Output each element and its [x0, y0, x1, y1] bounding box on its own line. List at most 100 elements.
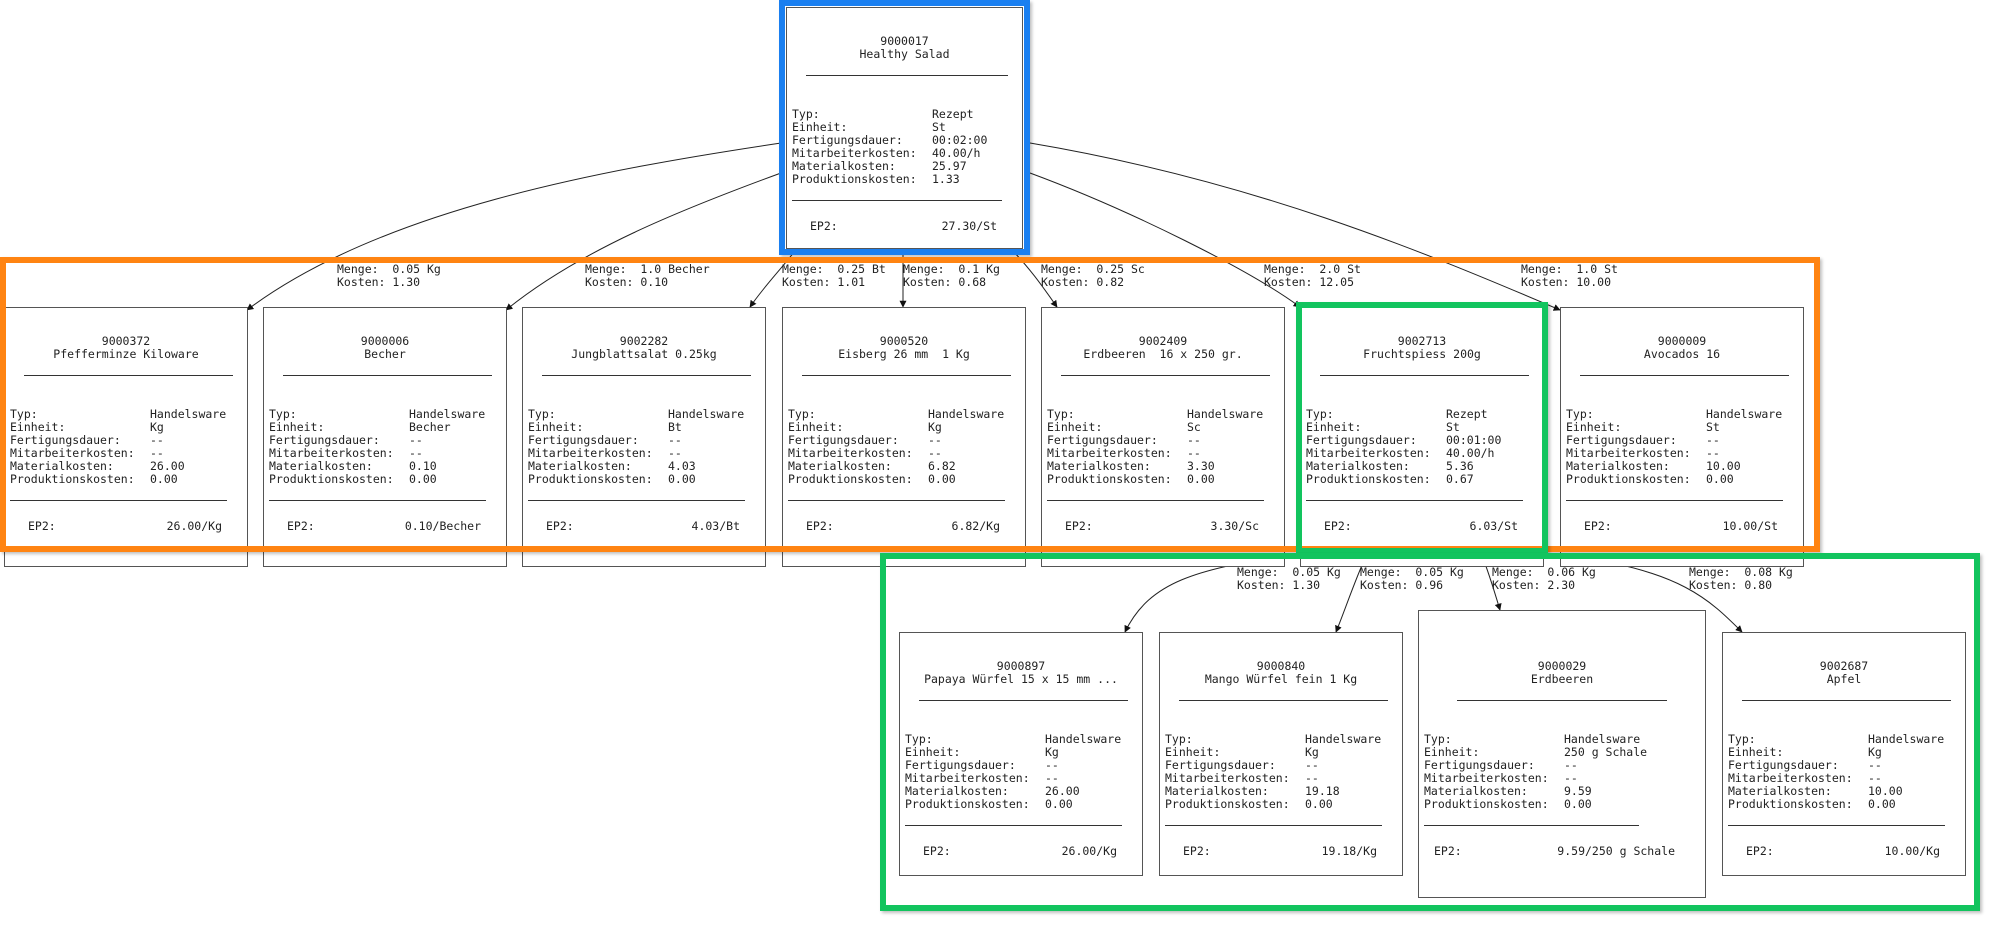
field-materialkosten: Materialkosten:26.00: [10, 459, 185, 473]
node-id: 9002282: [619, 334, 669, 348]
field-typ: Typ:Handelsware: [1728, 732, 1945, 746]
node-id: 9000029: [1537, 659, 1587, 673]
field-einheit: Einheit:Kg: [905, 745, 1059, 759]
edge-kosten: Kosten: 0.82: [1041, 275, 1125, 289]
edge-kosten: Kosten: 0.96: [1360, 578, 1444, 592]
field-produktionskosten: Produktionskosten:0.00: [528, 472, 696, 486]
field-ep2: EP2:19.18/Kg: [1183, 844, 1377, 858]
field-typ: Typ:Handelsware: [528, 407, 745, 421]
edge-menge: Menge: 0.08 Kg: [1689, 565, 1793, 579]
divider: [788, 500, 1005, 501]
field-materialkosten: Materialkosten:10.00: [1728, 784, 1903, 798]
field-fertigungsdauer: Fertigungsdauer:00:01:00: [1306, 433, 1502, 447]
field-typ: Typ:Handelsware: [1047, 407, 1264, 421]
edge-kosten: Kosten: 1.30: [1237, 578, 1321, 592]
node-name: Jungblattsalat 0.25kg: [571, 347, 717, 361]
field-einheit: Einheit:St: [792, 120, 946, 134]
node-id: 9000006: [360, 334, 410, 348]
field-materialkosten: Materialkosten:19.18: [1165, 784, 1340, 798]
divider: [806, 75, 1008, 76]
node-name: Papaya Würfel 15 x 15 mm ...: [924, 672, 1118, 686]
node-name: Apfel: [1826, 672, 1862, 686]
field-einheit: Einheit:250 g Schale: [1424, 745, 1648, 759]
node-name: Pfefferminze Kiloware: [53, 347, 199, 361]
edge-menge: Menge: 2.0 St: [1264, 262, 1361, 276]
field-einheit: Einheit:Bt: [528, 420, 682, 434]
edge-root-to-9000006: [505, 172, 782, 311]
field-produktionskosten: Produktionskosten:1.33: [792, 172, 960, 186]
field-einheit: Einheit:St: [1306, 420, 1460, 434]
divider: [1457, 700, 1667, 701]
field-mitarbeiterkosten: Mitarbeiterkosten:--: [10, 446, 164, 460]
field-fertigungsdauer: Fertigungsdauer:--: [10, 433, 164, 447]
edge-kosten: Kosten: 0.68: [903, 275, 987, 289]
field-typ: Typ:Handelsware: [1566, 407, 1783, 421]
field-mitarbeiterkosten: Mitarbeiterkosten:--: [528, 446, 682, 460]
divider: [1566, 500, 1783, 501]
edge-kosten: Kosten: 2.30: [1492, 578, 1576, 592]
field-typ: Typ:Rezept: [1306, 407, 1488, 421]
field-einheit: Einheit:Kg: [788, 420, 942, 434]
divider: [1306, 500, 1523, 501]
divider: [905, 825, 1122, 826]
field-mitarbeiterkosten: Mitarbeiterkosten:--: [1566, 446, 1720, 460]
field-einheit: Einheit:St: [1566, 420, 1720, 434]
node-id: 9002687: [1819, 659, 1869, 673]
field-einheit: Einheit:Sc: [1047, 420, 1201, 434]
field-einheit: Einheit:Kg: [1728, 745, 1882, 759]
field-typ: Typ:Handelsware: [269, 407, 486, 421]
field-mitarbeiterkosten: Mitarbeiterkosten:--: [788, 446, 942, 460]
field-typ: Typ:Handelsware: [1165, 732, 1382, 746]
field-fertigungsdauer: Fertigungsdauer:--: [528, 433, 682, 447]
field-produktionskosten: Produktionskosten:0.00: [1165, 797, 1333, 811]
node-id: 9002713: [1397, 334, 1447, 348]
field-materialkosten: Materialkosten:5.36: [1306, 459, 1474, 473]
field-materialkosten: Materialkosten:9.59: [1424, 784, 1592, 798]
field-produktionskosten: Produktionskosten:0.00: [10, 472, 178, 486]
field-mitarbeiterkosten: Mitarbeiterkosten:--: [1424, 771, 1578, 785]
divider: [24, 375, 233, 376]
divider: [1320, 375, 1529, 376]
edge-menge: Menge: 0.05 Kg: [1360, 565, 1464, 579]
field-mitarbeiterkosten: Mitarbeiterkosten:40.00/h: [1306, 446, 1495, 460]
edge-kosten: Kosten: 0.10: [585, 275, 669, 289]
field-materialkosten: Materialkosten:25.97: [792, 159, 967, 173]
node-name: Avocados 16: [1643, 347, 1721, 361]
divider: [1165, 825, 1382, 826]
divider: [528, 500, 745, 501]
field-produktionskosten: Produktionskosten:0.00: [1728, 797, 1896, 811]
field-ep2: EP2:10.00/Kg: [1746, 844, 1940, 858]
field-ep2: EP2:26.00/Kg: [28, 519, 222, 533]
field-typ: Typ:Rezept: [792, 107, 974, 121]
field-ep2: EP2:4.03/Bt: [546, 519, 740, 533]
edge-menge: Menge: 0.06 Kg: [1492, 565, 1596, 579]
field-einheit: Einheit:Kg: [1165, 745, 1319, 759]
edge-kosten: Kosten: 10.00: [1521, 275, 1612, 289]
edge-menge: Menge: 1.0 Becher: [585, 262, 710, 276]
